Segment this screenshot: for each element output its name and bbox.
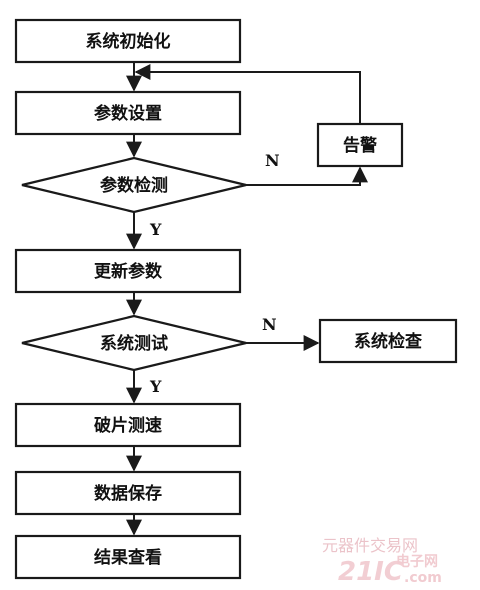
node-alarm-label: 告警 bbox=[343, 135, 377, 156]
edge-check-no-label: N bbox=[265, 151, 280, 170]
node-system-inspect-label: 系统检查 bbox=[354, 331, 423, 352]
node-fragment-speed: 破片测速 bbox=[14, 402, 242, 448]
decision-system-test: 系统测试 bbox=[21, 314, 247, 372]
node-update-params-label: 更新参数 bbox=[94, 261, 163, 282]
watermark-brand: 21IC bbox=[338, 557, 403, 587]
node-data-save-label: 数据保存 bbox=[94, 483, 162, 504]
edge-alarm-to-set bbox=[134, 64, 361, 124]
node-fragment-speed-label: 破片测速 bbox=[94, 415, 162, 436]
watermark-cn-text: 元器件交易网 bbox=[322, 536, 418, 555]
node-system-init-label: 系统初始化 bbox=[86, 31, 171, 52]
node-system-inspect: 系统检查 bbox=[318, 318, 458, 364]
node-result-view-label: 结果查看 bbox=[94, 547, 162, 568]
node-result-view: 结果查看 bbox=[14, 534, 242, 580]
node-param-set-label: 参数设置 bbox=[94, 103, 162, 124]
edge-test-no-label: N bbox=[262, 315, 277, 334]
node-alarm: 告警 bbox=[316, 122, 404, 168]
edge-check-yes-label: Y bbox=[149, 220, 162, 239]
decision-system-test-label: 系统测试 bbox=[100, 333, 168, 354]
node-update-params: 更新参数 bbox=[14, 248, 242, 294]
watermark: 元器件交易网 21IC 电子网 .com bbox=[322, 536, 442, 587]
edge-check-to-alarm bbox=[246, 166, 368, 186]
node-system-init: 系统初始化 bbox=[14, 18, 242, 64]
decision-param-check-label: 参数检测 bbox=[100, 175, 168, 196]
node-param-set: 参数设置 bbox=[14, 90, 242, 136]
node-data-save: 数据保存 bbox=[14, 470, 242, 516]
watermark-url: .com bbox=[404, 570, 442, 586]
edge-test-yes-label: Y bbox=[149, 377, 162, 396]
watermark-cn2: 电子网 bbox=[396, 553, 438, 570]
decision-param-check: 参数检测 bbox=[21, 156, 247, 214]
